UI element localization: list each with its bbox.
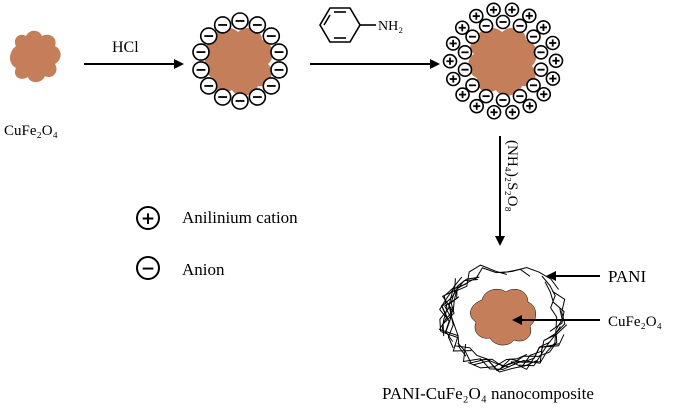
anion-marker xyxy=(231,92,249,110)
ion-ring xyxy=(442,2,564,120)
pani-chain xyxy=(536,308,563,358)
cation-marker xyxy=(504,2,520,18)
anion-marker xyxy=(231,12,249,30)
legend-cation: + Anilinium cation xyxy=(136,206,298,230)
anion-marker xyxy=(533,62,549,77)
cation-marker xyxy=(521,8,537,24)
anion-marker xyxy=(262,77,281,95)
cation-marker xyxy=(468,8,484,24)
cation-marker xyxy=(469,98,485,114)
pani-chain xyxy=(444,276,480,318)
cation-marker xyxy=(505,104,520,120)
anion-marker xyxy=(526,78,541,93)
anion-marker xyxy=(495,92,511,108)
pani-chain xyxy=(498,341,551,371)
anion-marker xyxy=(526,29,541,44)
anion-marker xyxy=(465,29,480,44)
pani-composite xyxy=(438,264,568,373)
pani-chain xyxy=(544,281,565,332)
anion-marker xyxy=(457,62,473,77)
cation-marker xyxy=(545,35,561,51)
pani-chain xyxy=(441,286,459,339)
pani-chain xyxy=(442,278,456,337)
pani-chain xyxy=(439,283,467,334)
cation-marker xyxy=(454,20,470,36)
anion-marker xyxy=(192,43,210,61)
legend-anion: − Anion xyxy=(136,256,225,280)
cation-marker xyxy=(486,104,502,120)
anion-marker xyxy=(270,61,288,79)
pani-chain xyxy=(468,353,528,369)
pani-annotation: PANI xyxy=(608,267,646,286)
anion-marker xyxy=(199,77,218,95)
aniline-structure xyxy=(319,7,376,43)
anion-marker xyxy=(512,18,528,34)
pani-chain xyxy=(522,324,568,367)
pani-chain xyxy=(462,343,516,370)
anion-ring xyxy=(192,12,288,110)
start-material-label: CuFe₂O₄ xyxy=(4,123,58,139)
anion-marker xyxy=(457,45,473,60)
particle-anion-coated xyxy=(192,12,288,110)
cation-marker xyxy=(445,71,461,87)
hcl-label: HCl xyxy=(112,39,139,56)
anion-marker xyxy=(199,27,218,45)
cation-marker xyxy=(548,53,564,69)
anion-icon-symbol: − xyxy=(141,259,155,279)
anion-marker xyxy=(465,78,480,93)
pani-chain xyxy=(473,360,538,373)
anion-marker xyxy=(262,27,281,45)
anion-marker xyxy=(248,16,267,34)
cation-icon-symbol: + xyxy=(141,209,155,229)
anion-marker xyxy=(270,43,288,61)
pani-chain xyxy=(541,275,558,328)
pani-chain xyxy=(454,264,507,292)
core-annotation: CuFe₂O₄ xyxy=(608,314,662,330)
anion-marker xyxy=(533,45,549,60)
pani-chain xyxy=(454,345,510,372)
particle-bare xyxy=(10,30,61,83)
cation-marker xyxy=(536,20,551,35)
anion-icon xyxy=(136,256,160,280)
anion-marker xyxy=(192,61,210,79)
anion-marker xyxy=(478,88,494,104)
product-label: PANI-CuFe₂O₄ nanocomposite xyxy=(382,384,594,403)
pani-chain xyxy=(512,331,557,366)
pani-chain xyxy=(438,304,467,357)
anion-marker xyxy=(478,18,494,34)
cation-marker xyxy=(536,86,552,102)
legend-anion-label: Anion xyxy=(182,260,225,279)
cation-marker xyxy=(442,53,458,69)
legend-cation-label: Anilinium cation xyxy=(182,208,298,227)
anion-marker xyxy=(213,88,232,106)
cation-marker xyxy=(522,98,538,114)
anion-marker xyxy=(213,16,232,34)
anion-marker xyxy=(495,14,511,30)
cation-marker xyxy=(445,36,461,51)
cation-marker xyxy=(545,71,561,86)
particle-anion-cation-coated xyxy=(442,2,564,120)
oxidant-label: (NH₄)₂S₂O₈ xyxy=(504,140,520,212)
anion-marker xyxy=(248,88,267,106)
amine-group-label: NH₂ xyxy=(378,19,403,34)
composite-core xyxy=(470,289,536,346)
cation-icon xyxy=(136,206,160,230)
pani-chain xyxy=(474,267,531,280)
anion-marker xyxy=(512,88,528,104)
cation-marker xyxy=(455,87,470,102)
pani-chain xyxy=(544,290,566,341)
cation-marker xyxy=(486,2,501,18)
